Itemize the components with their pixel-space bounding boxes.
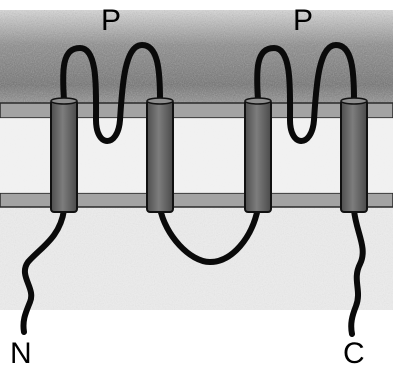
pore-label-left: P: [101, 4, 121, 37]
transmembrane-helix-3: [245, 98, 271, 212]
pore-label-right: P: [293, 4, 313, 37]
c-terminus-label: C: [343, 337, 365, 369]
transmembrane-helix-1: [51, 98, 77, 212]
transmembrane-helix-4: [341, 98, 367, 212]
transmembrane-helix-2: [147, 98, 173, 212]
n-terminus-label: N: [10, 337, 32, 369]
